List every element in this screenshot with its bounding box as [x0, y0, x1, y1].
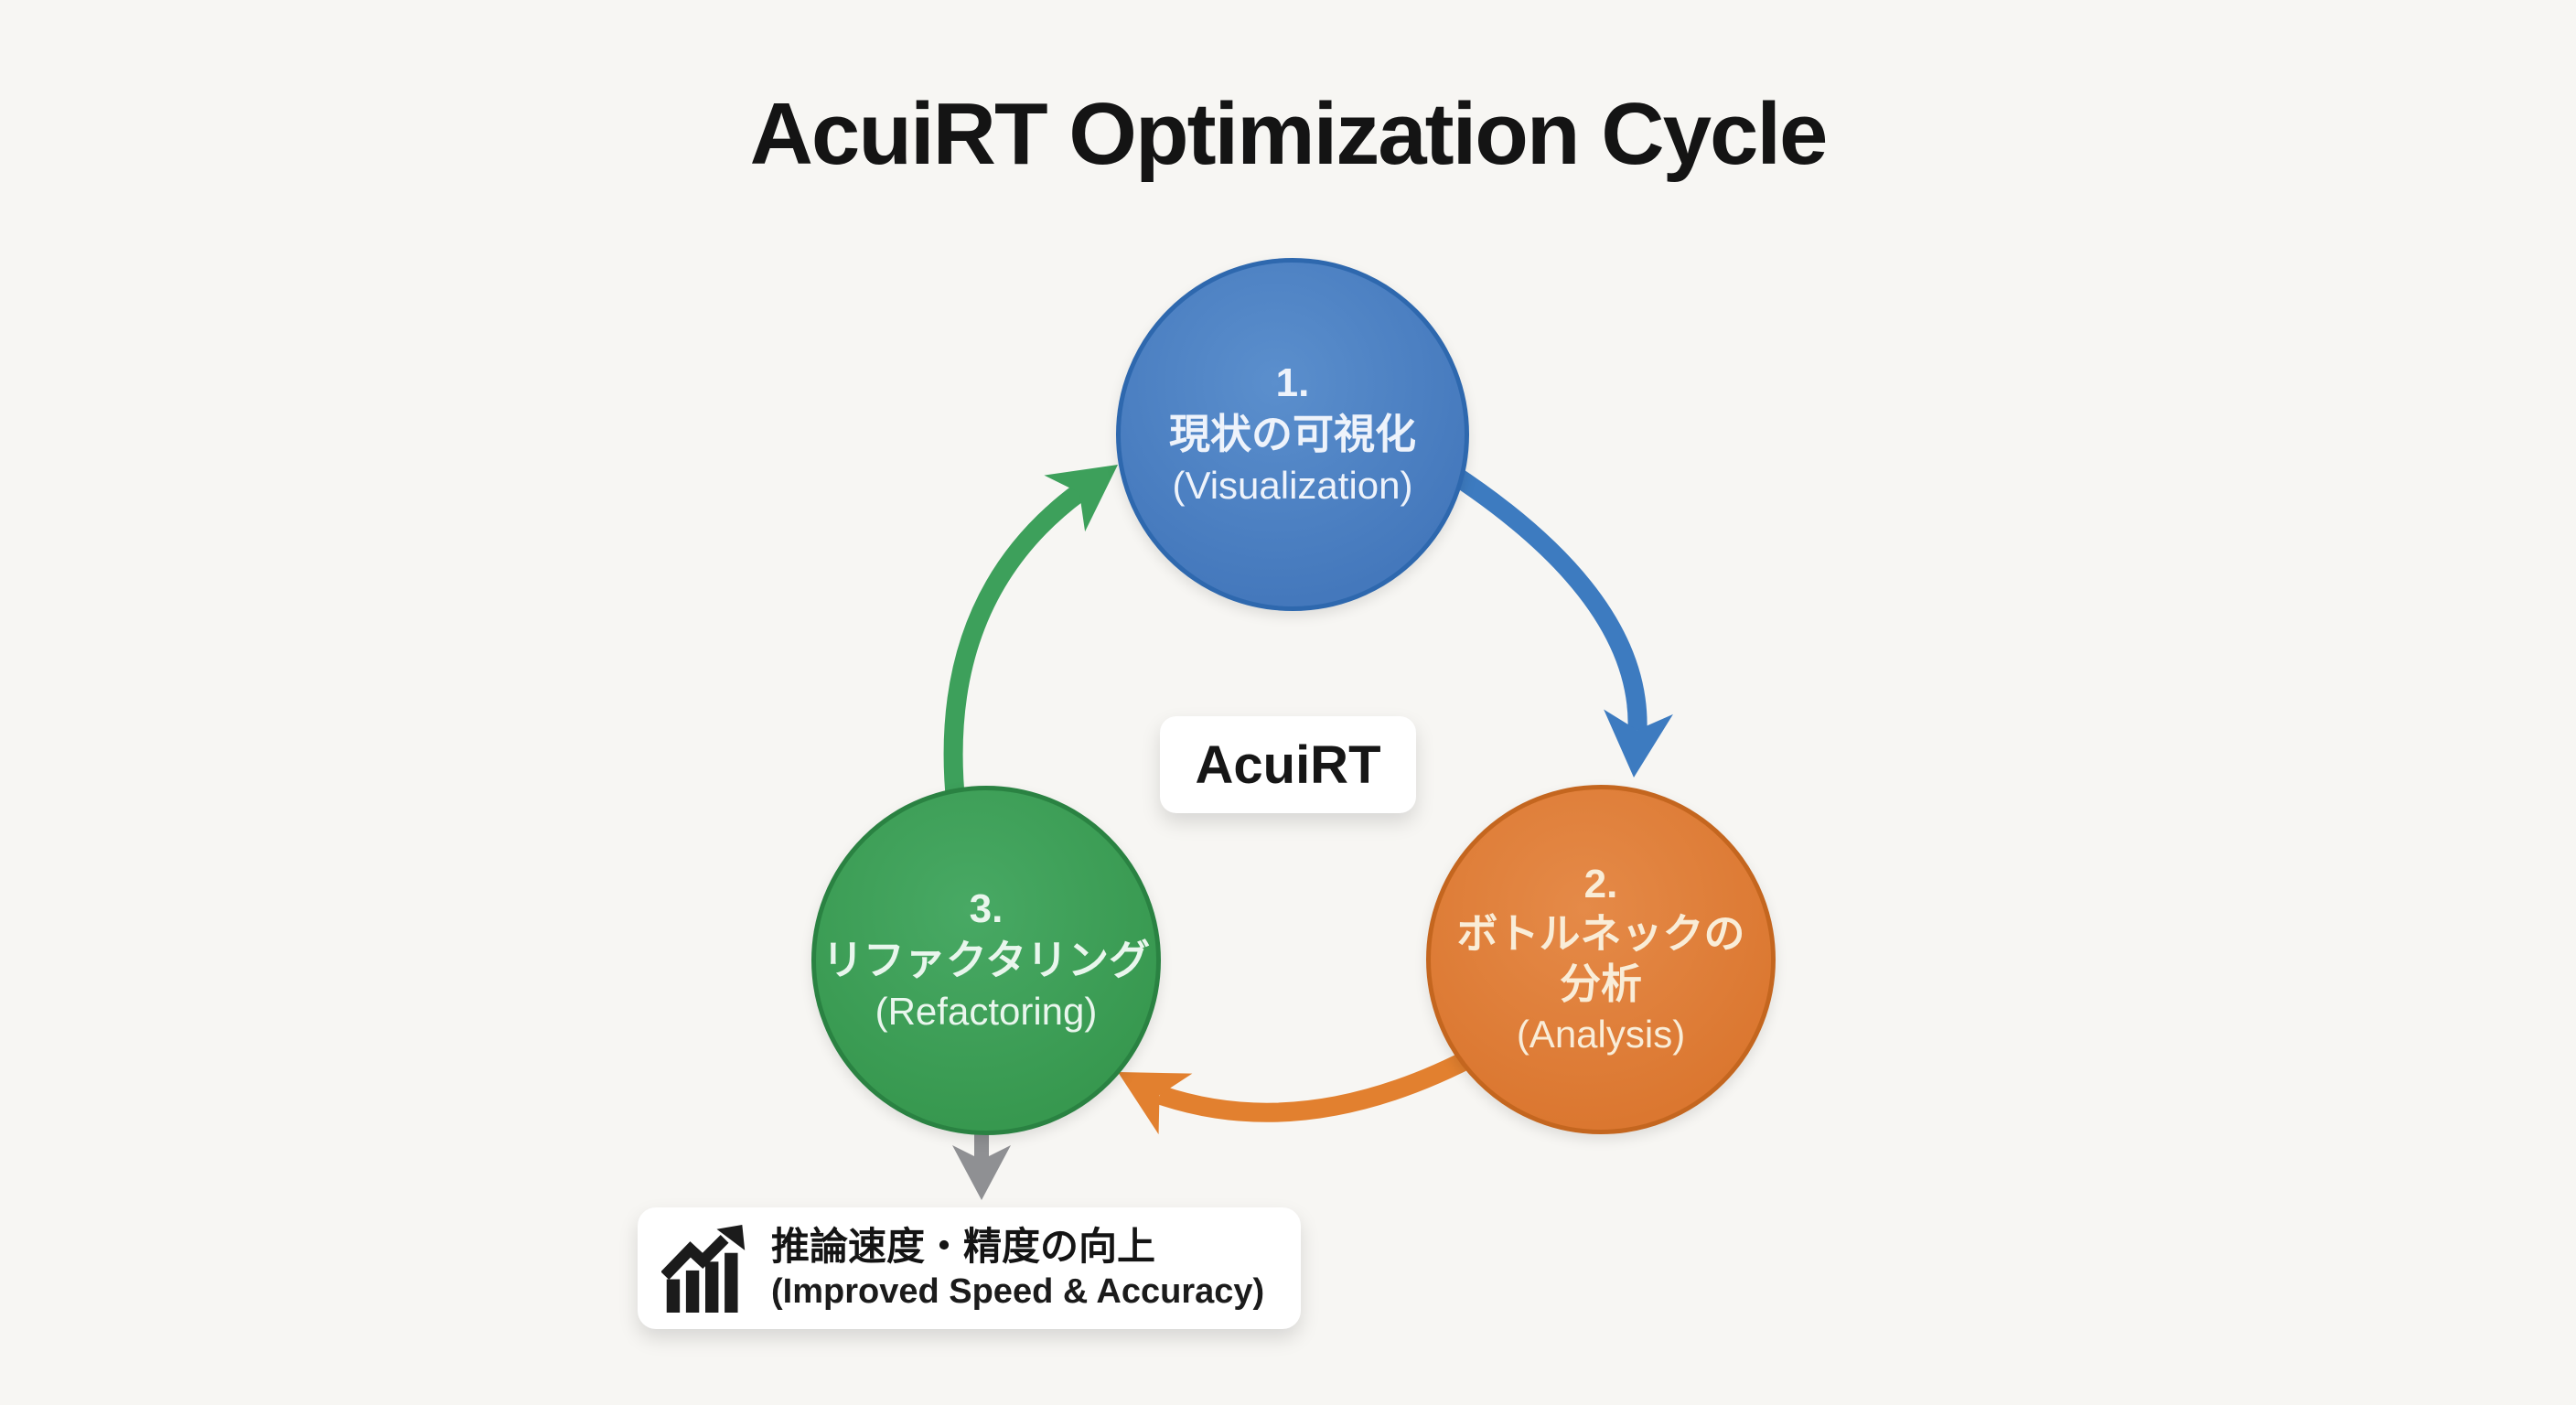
arrow-step2-to-step3 [1118, 1043, 1487, 1135]
node-refactoring-circle: 3. リファクタリング (Refactoring) [811, 786, 1161, 1135]
node-analysis-jp-label: ボトルネックの 分析 [1456, 910, 1745, 1008]
node-analysis-en-label: (Analysis) [1516, 1013, 1686, 1056]
node-refactoring-jp-label: リファクタリング [821, 936, 1151, 983]
node-visualization-circle: 1. 現状の可視化 (Visualization) [1116, 258, 1469, 611]
trending-up-bar-chart-icon [661, 1224, 746, 1313]
node-analysis-number: 2. [1583, 862, 1618, 907]
center-acuirt-label: AcuiRT [1195, 735, 1381, 795]
outcome-jp-label: 推論速度・精度の向上 [771, 1224, 1156, 1268]
node-analysis-circle: 2. ボトルネックの 分析 (Analysis) [1426, 785, 1776, 1134]
arrow-step3-to-step1 [943, 465, 1118, 807]
center-acuirt-badge: AcuiRT [1160, 716, 1416, 813]
outcome-en-label: (Improved Speed & Accuracy) [771, 1272, 1265, 1311]
outcome-box: 推論速度・精度の向上 (Improved Speed & Accuracy) [638, 1207, 1301, 1329]
node-visualization-number: 1. [1275, 359, 1310, 405]
node-refactoring-number: 3. [969, 885, 1004, 931]
arrow-step1-to-step2 [1422, 449, 1673, 778]
node-visualization-en-label: (Visualization) [1172, 464, 1413, 508]
outcome-text: 推論速度・精度の向上 (Improved Speed & Accuracy) [771, 1223, 1264, 1314]
page-title: AcuiRT Optimization Cycle [749, 85, 1829, 183]
node-visualization-jp-label: 現状の可視化 [1168, 410, 1416, 457]
node-refactoring-en-label: (Refactoring) [875, 990, 1098, 1034]
